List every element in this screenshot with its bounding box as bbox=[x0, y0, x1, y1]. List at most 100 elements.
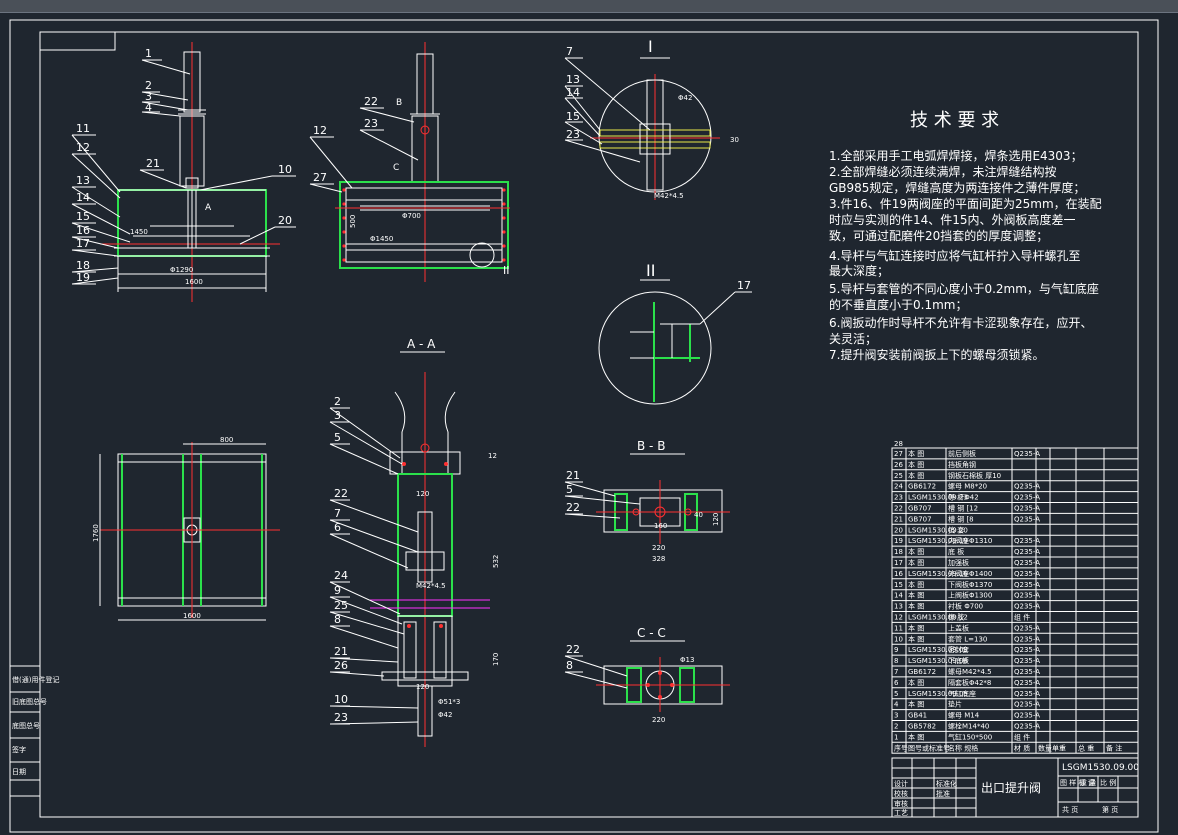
svg-text:6.阀扳动作时导杆不允许有卡涩现象存在，应开、: 6.阀扳动作时导杆不允许有卡涩现象存在，应开、 bbox=[829, 315, 1092, 330]
bom-cell: 22 bbox=[894, 505, 903, 513]
svg-text:17: 17 bbox=[76, 237, 90, 250]
bom-cell: Q235-A bbox=[1014, 712, 1040, 720]
bom-cell: LSGM1530.09.16 bbox=[908, 570, 968, 578]
svg-text:21: 21 bbox=[334, 645, 348, 658]
bom-cell: 23 bbox=[894, 494, 903, 502]
bom-cell: Q235-A bbox=[1014, 603, 1040, 611]
svg-text:10: 10 bbox=[334, 693, 348, 706]
svg-text:170: 170 bbox=[492, 653, 500, 666]
bom-header-cell: 序号 bbox=[894, 743, 908, 752]
bom-cell: 7 bbox=[894, 668, 898, 676]
bom-cell: GB707 bbox=[908, 515, 932, 523]
svg-text:1600: 1600 bbox=[183, 612, 201, 620]
svg-text:800: 800 bbox=[220, 436, 233, 444]
inner-frame bbox=[39, 31, 1139, 818]
svg-text:5: 5 bbox=[334, 431, 341, 444]
svg-text:I: I bbox=[648, 37, 653, 56]
bom-cell: 24 bbox=[894, 483, 903, 491]
svg-text:12: 12 bbox=[76, 141, 90, 154]
svg-text:4: 4 bbox=[145, 101, 152, 114]
bom-cell: 螺母M42*4.5 bbox=[948, 667, 992, 676]
svg-text:Φ51*3: Φ51*3 bbox=[438, 698, 460, 706]
bom-cell: 下底板 bbox=[948, 656, 969, 665]
bom-cell: LSGM1530.09.05 bbox=[908, 690, 968, 698]
svg-text:328: 328 bbox=[652, 555, 665, 563]
svg-text:设计: 设计 bbox=[894, 779, 908, 788]
svg-text:20: 20 bbox=[278, 214, 292, 227]
svg-text:关灵活；: 关灵活； bbox=[829, 332, 877, 346]
corner-box bbox=[39, 31, 116, 51]
bom-cell: 套管 L=130 bbox=[948, 634, 987, 643]
bom-cell: 2 bbox=[894, 723, 898, 731]
svg-text:14: 14 bbox=[76, 191, 90, 204]
bom-cell: 螺母 M14 bbox=[948, 711, 980, 720]
bom-cell: 本 图 bbox=[908, 591, 924, 600]
bom-header-cell: 备 注 bbox=[1106, 743, 1122, 752]
bom-cell: 5 bbox=[894, 690, 898, 698]
svg-text:图 样 标 记: 图 样 标 记 bbox=[1060, 778, 1095, 787]
bom-cell: 13 bbox=[894, 603, 903, 611]
svg-text:120: 120 bbox=[712, 513, 720, 526]
svg-text:的不垂直度小于0.1mm；: 的不垂直度小于0.1mm； bbox=[829, 297, 967, 312]
bom-cell: 9 bbox=[894, 646, 898, 654]
bom-cell: Q235-A bbox=[1014, 679, 1040, 687]
svg-text:9: 9 bbox=[334, 584, 341, 597]
detail-I: I Φ42 30 M42*4.5 7 13 14 15 23 bbox=[564, 37, 739, 200]
svg-text:旧底图总号: 旧底图总号 bbox=[12, 697, 47, 706]
bom-cell: 20 bbox=[894, 526, 903, 534]
bom-cell: 本 图 bbox=[908, 700, 924, 709]
bom-cell: 内阀座Φ1310 bbox=[948, 536, 992, 545]
svg-text:3: 3 bbox=[334, 409, 341, 422]
bom-count: 28 bbox=[894, 440, 903, 448]
bom-cell: 垫片 bbox=[948, 700, 962, 709]
bom-cell: 25 bbox=[894, 472, 903, 480]
svg-text:5.导杆与套管的不同心度小于0.2mm，与气缸底座: 5.导杆与套管的不同心度小于0.2mm，与气缸底座 bbox=[829, 281, 1099, 296]
bom-cell: 槽 钢 [8 bbox=[948, 514, 974, 523]
svg-text:技 术 要 求: 技 术 要 求 bbox=[910, 110, 999, 131]
cad-drawing-canvas[interactable]: Φ1290 1600 1450 A 1 2 3 4 11 12 2 bbox=[0, 12, 1178, 835]
svg-text:标准化: 标准化 bbox=[936, 779, 957, 788]
bom-cell: Q235-A bbox=[1014, 515, 1040, 523]
bom-cell: 挡板角钢 bbox=[948, 460, 976, 469]
bom-cell: 3 bbox=[894, 712, 898, 720]
svg-text:1450: 1450 bbox=[130, 228, 148, 236]
svg-text:18: 18 bbox=[76, 259, 90, 272]
title-block: LSGM1530.09.00 出口提升阀 设计 校核 审核 工艺 标准化 批准 … bbox=[891, 757, 1139, 818]
bom-cell: 本 图 bbox=[908, 602, 924, 611]
svg-text:LSGM1530.09.00: LSGM1530.09.00 bbox=[1062, 763, 1139, 773]
bom-cell: 21 bbox=[894, 515, 903, 523]
svg-text:220: 220 bbox=[652, 716, 665, 724]
bom-cell: 本 图 bbox=[908, 634, 924, 643]
bom-cell: Q235-A bbox=[1014, 723, 1040, 731]
bom-cell: Q235-A bbox=[1014, 646, 1040, 654]
bom-cell: 螺母 M8*20 bbox=[948, 482, 987, 491]
svg-text:220: 220 bbox=[652, 544, 665, 552]
bom-cell: 槽 钢 [12 bbox=[948, 504, 978, 513]
svg-text:27: 27 bbox=[313, 171, 327, 184]
front-view: Φ1290 1600 1450 A 1 2 3 4 11 12 2 bbox=[71, 42, 296, 302]
svg-text:10: 10 bbox=[278, 163, 292, 176]
svg-text:A: A bbox=[205, 203, 212, 213]
bom-cell: Q235-A bbox=[1014, 483, 1040, 491]
svg-text:11: 11 bbox=[76, 122, 90, 135]
svg-text:B - B: B - B bbox=[637, 439, 665, 453]
bom-header-cell: 名称 规格 bbox=[948, 743, 978, 752]
bom-cell: Q235-A bbox=[1014, 581, 1040, 589]
bom-cell: 14 bbox=[894, 592, 903, 600]
bom-cell: Q235-A bbox=[1014, 505, 1040, 513]
svg-text:时应与实测的件14、件15内、外阀板高度差一: 时应与实测的件14、件15内、外阀板高度差一 bbox=[829, 212, 1076, 227]
bom-cell: 下阀板Φ1370 bbox=[948, 580, 992, 589]
bom-cell: 本 图 bbox=[908, 623, 924, 632]
bom-cell: Q235-A bbox=[1014, 548, 1040, 556]
svg-text:7: 7 bbox=[566, 45, 573, 58]
svg-text:Φ1450: Φ1450 bbox=[370, 235, 393, 243]
svg-text:1: 1 bbox=[145, 47, 152, 60]
bom-cell: GB6172 bbox=[908, 668, 936, 676]
bom-cell: 底 板 bbox=[948, 547, 964, 556]
svg-text:C: C bbox=[393, 163, 399, 173]
svg-text:B: B bbox=[396, 98, 402, 108]
bom-cell: 衬板 Φ700 bbox=[948, 602, 983, 611]
svg-text:最大深度；: 最大深度； bbox=[829, 263, 889, 278]
svg-text:26: 26 bbox=[334, 659, 348, 672]
